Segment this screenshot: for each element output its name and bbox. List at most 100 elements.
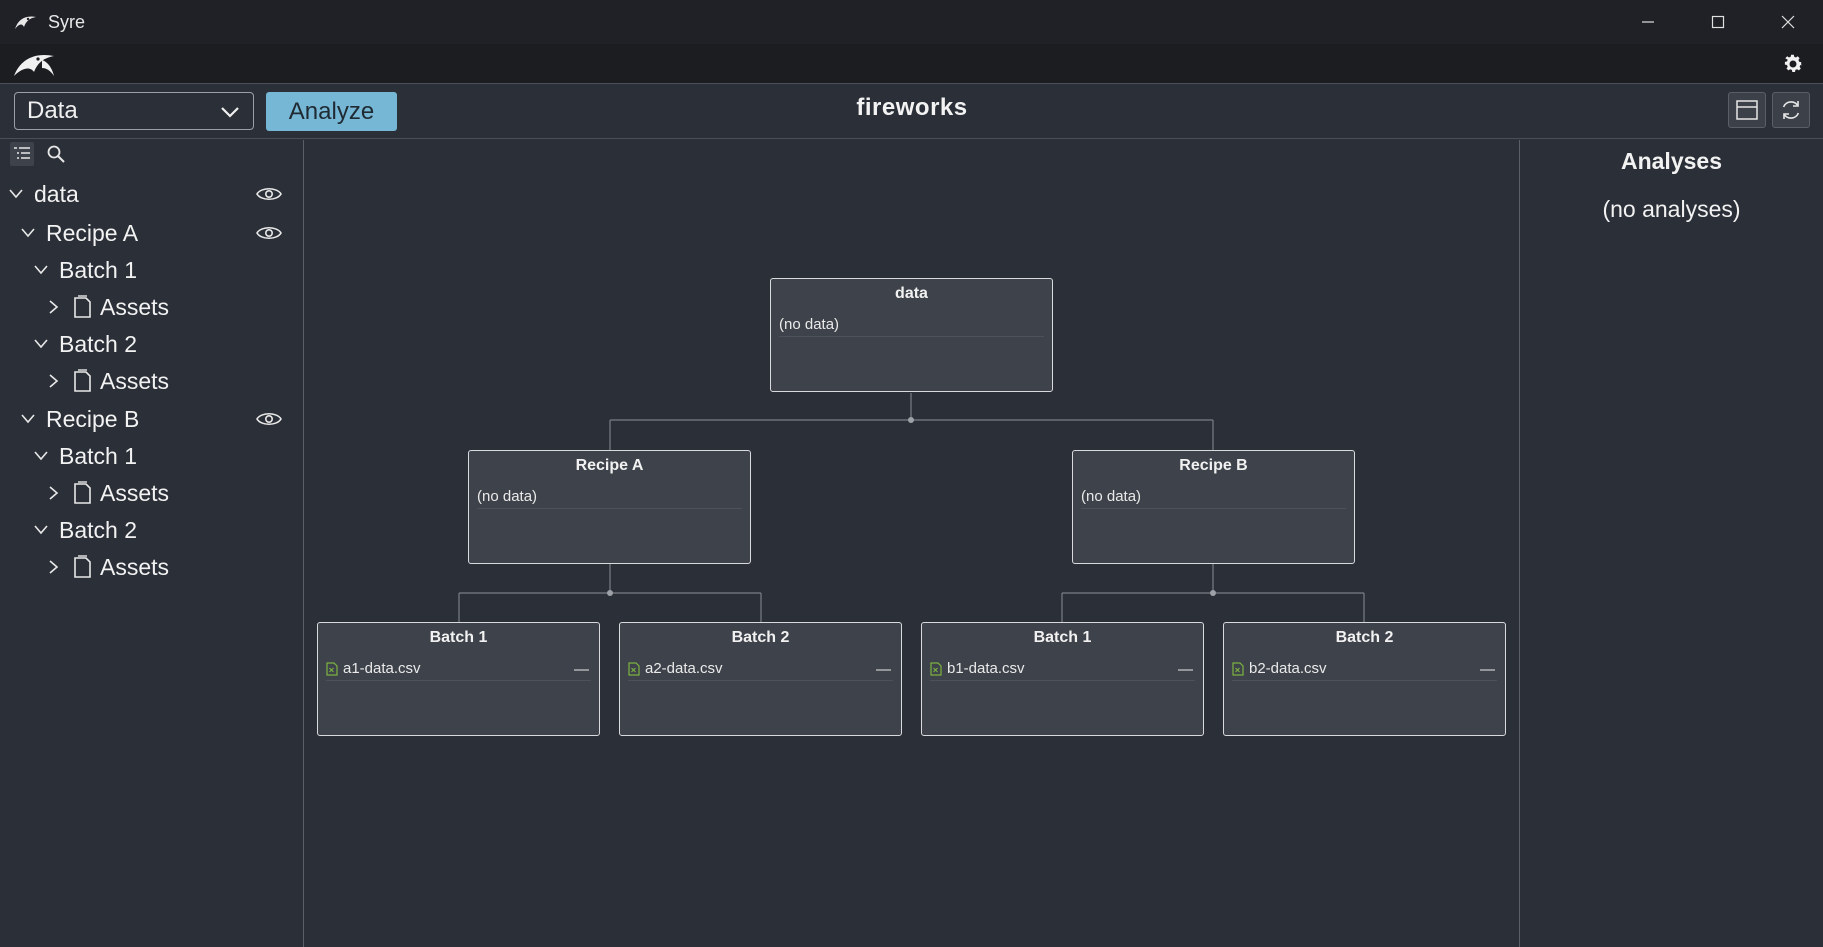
tree-item-label: Recipe A — [46, 219, 139, 246]
tree-item-label: data — [34, 180, 79, 207]
document-icon — [74, 369, 91, 392]
app-logo-icon — [12, 8, 40, 36]
syre-logo-icon[interactable] — [12, 48, 60, 80]
node-title: Batch 2 — [731, 629, 790, 646]
chevron-down-icon[interactable] — [20, 411, 36, 427]
tree-item-assets[interactable]: Assets — [46, 365, 169, 397]
chevron-right-icon[interactable] — [46, 299, 62, 315]
node-data-row: (no data) — [779, 313, 1044, 337]
project-tree-sidebar: data Recipe A Batch 1 Assets Batch 2 Ass… — [0, 140, 304, 947]
close-button[interactable] — [1753, 0, 1823, 44]
node-title: Batch 1 — [1033, 629, 1092, 646]
tree-view-button[interactable] — [10, 142, 34, 166]
asset-remove-button[interactable]: — — [876, 661, 891, 678]
tree-item-label: Assets — [100, 479, 170, 506]
asset-row[interactable]: a1-data.csv — — [326, 657, 591, 681]
tree-item-batch[interactable]: Batch 2 — [33, 514, 137, 546]
chevron-down-icon[interactable] — [8, 186, 24, 202]
project-title: fireworks — [856, 94, 968, 121]
list-tree-icon — [14, 147, 30, 159]
tree-item-label: Batch 1 — [59, 256, 137, 283]
eye-icon[interactable] — [256, 410, 282, 428]
tree-item-label: Recipe B — [46, 405, 140, 432]
graph-node-data[interactable]: data (no data) — [770, 278, 1053, 392]
node-data-row: (no data) — [477, 485, 742, 509]
document-icon — [74, 481, 91, 504]
graph-connectors — [458, 393, 1365, 622]
node-empty-text: (no data) — [779, 316, 840, 333]
tree-item-recipe-b[interactable]: Recipe B — [20, 403, 296, 435]
window-title: Syre — [48, 11, 86, 32]
app-menubar — [0, 44, 1823, 84]
asset-row[interactable]: a2-data.csv — — [628, 657, 893, 681]
node-empty-text: (no data) — [477, 488, 538, 505]
graph-node-recipe-b[interactable]: Recipe B (no data) — [1072, 450, 1355, 564]
chevron-right-icon[interactable] — [46, 485, 62, 501]
search-button[interactable] — [44, 142, 68, 166]
tree-item-assets[interactable]: Assets — [46, 551, 169, 583]
asset-remove-button[interactable]: — — [574, 661, 589, 678]
maximize-button[interactable] — [1683, 0, 1753, 44]
graph-node-recipe-a[interactable]: Recipe A (no data) — [468, 450, 751, 564]
dropdown-value: Data — [27, 97, 78, 124]
tree-item-recipe-a[interactable]: Recipe A — [20, 217, 296, 249]
analyze-button[interactable]: Analyze — [266, 92, 397, 131]
eye-icon[interactable] — [256, 185, 282, 203]
window-controls — [1613, 0, 1823, 44]
sidebar-tools — [10, 142, 68, 166]
graph-node-a-batch-1[interactable]: Batch 1 a1-data.csv — — [317, 622, 600, 736]
tree-item-label: Batch 1 — [59, 442, 137, 469]
document-icon — [74, 555, 91, 578]
minimize-button[interactable] — [1613, 0, 1683, 44]
eye-icon[interactable] — [256, 224, 282, 242]
chevron-down-icon[interactable] — [33, 336, 49, 352]
graph-node-b-batch-2[interactable]: Batch 2 b2-data.csv — — [1223, 622, 1506, 736]
view-mode-dropdown[interactable]: Data — [14, 92, 254, 130]
tree-item-data[interactable]: data — [8, 178, 296, 210]
chevron-down-icon[interactable] — [33, 522, 49, 538]
tree-item-batch[interactable]: Batch 2 — [33, 328, 137, 360]
tree-item-label: Assets — [100, 553, 170, 580]
csv-file-icon — [1232, 661, 1244, 676]
tree-item-assets[interactable]: Assets — [46, 291, 169, 323]
asset-file-name: a2-data.csv — [645, 660, 723, 677]
tree-item-batch[interactable]: Batch 1 — [33, 254, 137, 286]
tree-item-label: Batch 2 — [59, 516, 137, 543]
tree-item-label: Assets — [100, 293, 170, 320]
graph-node-a-batch-2[interactable]: Batch 2 a2-data.csv — — [619, 622, 902, 736]
gear-icon — [1784, 54, 1803, 72]
minimize-icon — [1642, 21, 1654, 23]
node-title: Recipe B — [1179, 457, 1248, 474]
csv-file-icon — [930, 661, 942, 676]
node-empty-text: (no data) — [1081, 488, 1142, 505]
toggle-layout-button[interactable] — [1728, 92, 1766, 128]
node-data-row: (no data) — [1081, 485, 1346, 509]
tree-item-assets[interactable]: Assets — [46, 477, 169, 509]
graph-node-b-batch-1[interactable]: Batch 1 b1-data.csv — — [921, 622, 1204, 736]
node-title: Batch 2 — [1335, 629, 1394, 646]
chevron-right-icon[interactable] — [46, 373, 62, 389]
asset-row[interactable]: b1-data.csv — — [930, 657, 1195, 681]
asset-row[interactable]: b2-data.csv — — [1232, 657, 1497, 681]
analyses-panel: Analyses (no analyses) — [1519, 140, 1823, 947]
chevron-down-icon[interactable] — [33, 448, 49, 464]
window-titlebar: Syre — [0, 0, 1823, 44]
tree-item-label: Batch 2 — [59, 330, 137, 357]
settings-button[interactable] — [1781, 52, 1805, 76]
project-graph-canvas[interactable]: data (no data) Recipe A (no data) Recipe… — [305, 140, 1519, 947]
refresh-icon — [1782, 101, 1800, 119]
tree-item-batch[interactable]: Batch 1 — [33, 440, 137, 472]
asset-file-name: b1-data.csv — [947, 660, 1025, 677]
project-header: Data Analyze fireworks — [0, 84, 1823, 139]
chevron-down-icon[interactable] — [33, 262, 49, 278]
maximize-icon — [1711, 15, 1725, 29]
refresh-button[interactable] — [1772, 92, 1810, 128]
panel-layout-icon — [1736, 100, 1758, 120]
node-title: data — [895, 285, 928, 302]
csv-file-icon — [326, 661, 338, 676]
asset-remove-button[interactable]: — — [1178, 661, 1193, 678]
csv-file-icon — [628, 661, 640, 676]
chevron-down-icon[interactable] — [20, 225, 36, 241]
chevron-right-icon[interactable] — [46, 559, 62, 575]
asset-remove-button[interactable]: — — [1480, 661, 1495, 678]
